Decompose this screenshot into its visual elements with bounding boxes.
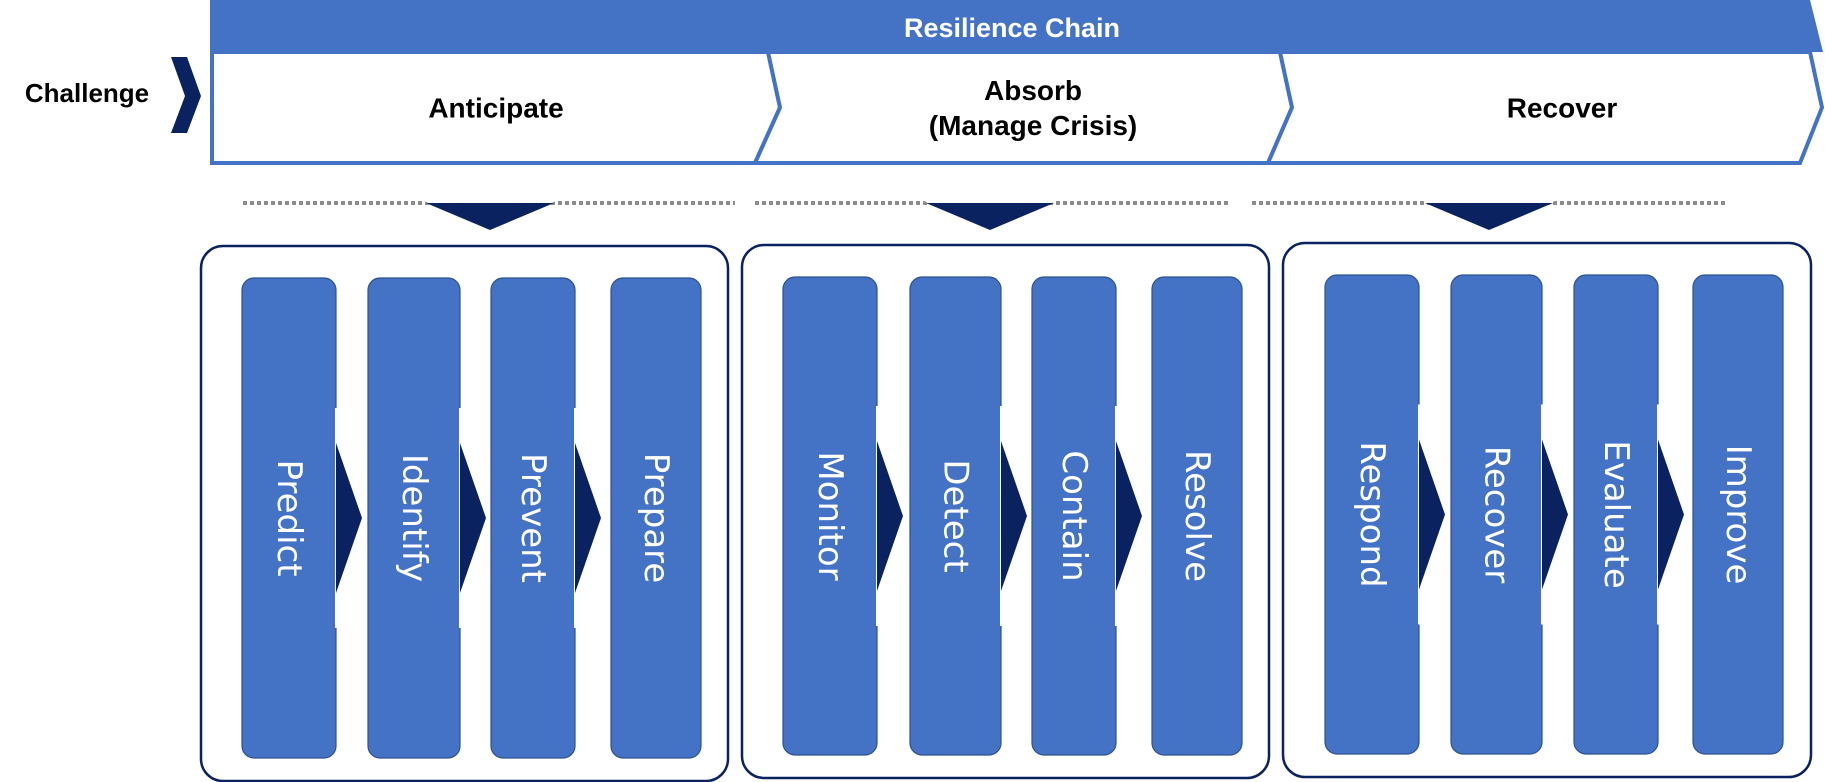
phase-pointer-icon-0 (426, 203, 554, 230)
challenge-label: Challenge (25, 78, 149, 108)
resilience-chain-banner (210, 0, 1823, 52)
phase-label-0-line-0: Anticipate (428, 93, 563, 124)
phase-pointer-icon-1 (926, 203, 1054, 230)
step-label-improve: Improve (1718, 445, 1758, 585)
step-box-prepare (610, 277, 702, 759)
step-label-detect: Detect (936, 459, 976, 572)
phase-label-2-line-0: Recover (1507, 93, 1618, 124)
step-label-contain: Contain (1054, 450, 1094, 581)
flow-arrow-icon-0-1 (460, 443, 486, 593)
phase-chevron-2 (1264, 50, 1825, 165)
step-label-prepare: Prepare (636, 453, 676, 584)
step-groups: Predict Identify Prevent Prepare Monitor Dete… (199, 241, 1813, 782)
challenge-chevron-icon (171, 57, 201, 133)
phase-chevrons: Anticipate Absorb (Manage Crisis) Recover (210, 50, 1825, 165)
step-label-monitor: Monitor (810, 451, 850, 580)
phase-label-1-line-1: (Manage Crisis) (929, 110, 1138, 141)
step-box-improve (1692, 274, 1784, 755)
flow-arrow-icon-1-2 (1116, 441, 1142, 591)
step-label-recover: Recover (1477, 446, 1517, 584)
step-label-resolve: Resolve (1177, 450, 1217, 582)
flow-arrow-icon-2-0 (1419, 439, 1445, 590)
flow-arrow-icon-1-1 (1001, 441, 1027, 591)
step-group-1: Monitor Detect Contain Resolve (740, 243, 1271, 780)
flow-arrow-icon-2-2 (1658, 439, 1684, 590)
phase-label-1-line-0: Absorb (984, 75, 1082, 106)
step-label-prevent: Prevent (513, 453, 553, 583)
flow-arrow-icon-0-0 (336, 443, 362, 593)
step-label-identify: Identify (394, 454, 434, 582)
step-group-2: Respond Recover Evaluate Improve (1281, 241, 1813, 779)
banner-title: Resilience Chain (904, 13, 1120, 43)
step-group-0: Predict Identify Prevent Prepare (199, 244, 730, 782)
step-box-resolve (1151, 276, 1243, 756)
step-label-predict: Predict (269, 459, 309, 576)
flow-arrow-icon-2-1 (1542, 439, 1568, 590)
phase-markers (243, 200, 1725, 232)
phase-chevron-1 (751, 50, 1295, 165)
flow-arrow-icon-1-0 (877, 441, 903, 591)
phase-pointer-icon-2 (1425, 203, 1553, 230)
flow-arrow-icon-0-2 (575, 443, 601, 593)
step-label-evaluate: Evaluate (1596, 440, 1636, 589)
step-label-respond: Respond (1352, 441, 1392, 587)
